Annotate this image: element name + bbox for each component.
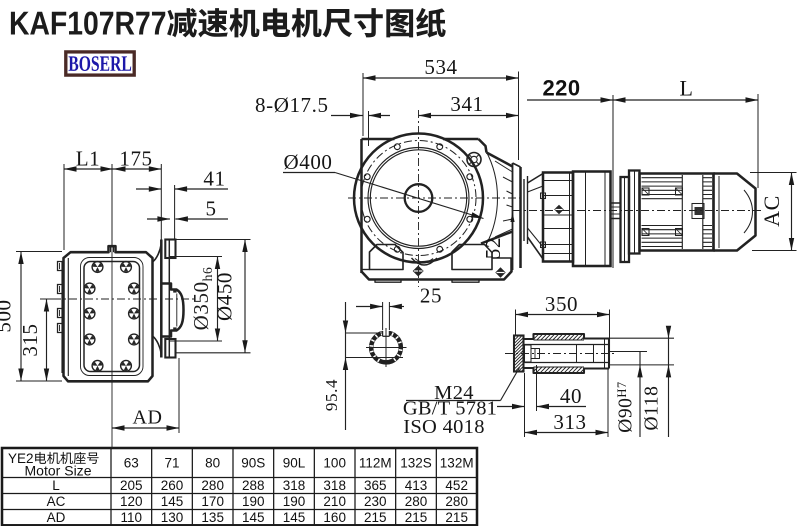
svg-text:112M: 112M <box>359 456 392 471</box>
svg-text:280: 280 <box>201 478 224 493</box>
svg-text:288: 288 <box>242 478 265 493</box>
svg-text:5: 5 <box>205 197 216 221</box>
svg-text:210: 210 <box>323 494 346 509</box>
svg-text:318: 318 <box>283 478 306 493</box>
svg-text:110: 110 <box>121 510 143 525</box>
svg-text:80: 80 <box>205 456 220 471</box>
svg-text:220: 220 <box>543 76 581 101</box>
svg-text:L: L <box>679 76 693 101</box>
svg-text:L: L <box>52 478 60 493</box>
svg-text:AC: AC <box>759 195 784 227</box>
svg-text:145: 145 <box>161 494 184 509</box>
svg-text:71: 71 <box>164 456 179 471</box>
svg-text:AD: AD <box>132 407 162 429</box>
svg-text:175: 175 <box>119 147 152 171</box>
svg-text:ISO 4018: ISO 4018 <box>403 416 485 438</box>
svg-text:315: 315 <box>18 323 42 356</box>
svg-text:AD: AD <box>47 510 66 525</box>
svg-text:25: 25 <box>420 284 442 308</box>
svg-text:170: 170 <box>201 494 224 509</box>
svg-text:8-Ø17.5: 8-Ø17.5 <box>255 93 329 117</box>
svg-text:260: 260 <box>161 478 184 493</box>
svg-text:365: 365 <box>364 478 387 493</box>
svg-text:318: 318 <box>323 478 346 493</box>
svg-text:41: 41 <box>203 167 225 191</box>
svg-text:YE2: YE2 <box>8 451 34 466</box>
svg-text:135: 135 <box>201 510 224 525</box>
svg-text:215: 215 <box>405 510 428 525</box>
svg-text:413: 413 <box>405 478 428 493</box>
svg-text:132S: 132S <box>400 456 432 471</box>
svg-text:52: 52 <box>481 237 505 259</box>
svg-text:Motor Size: Motor Size <box>25 464 92 479</box>
svg-text:Ø118: Ø118 <box>642 385 663 430</box>
svg-text:GB/T 5781: GB/T 5781 <box>403 398 497 420</box>
svg-text:313: 313 <box>553 410 586 434</box>
svg-text:Ø450: Ø450 <box>213 272 237 321</box>
svg-text:500: 500 <box>0 299 16 332</box>
svg-text:145: 145 <box>242 510 265 525</box>
svg-text:95.4: 95.4 <box>322 379 341 411</box>
svg-text:120: 120 <box>120 494 143 509</box>
svg-text:190: 190 <box>242 494 265 509</box>
svg-text:160: 160 <box>323 510 346 525</box>
svg-text:452: 452 <box>445 478 468 493</box>
svg-text:63: 63 <box>124 456 139 471</box>
svg-text:215: 215 <box>445 510 468 525</box>
svg-text:90S: 90S <box>241 456 265 471</box>
svg-text:341: 341 <box>450 92 483 116</box>
svg-text:AC: AC <box>47 494 66 509</box>
svg-text:215: 215 <box>364 510 387 525</box>
svg-text:100: 100 <box>323 456 346 471</box>
svg-text:132M: 132M <box>440 456 474 471</box>
svg-text:230: 230 <box>364 494 387 509</box>
svg-text:90L: 90L <box>283 456 306 471</box>
svg-text:534: 534 <box>424 55 457 79</box>
svg-text:130: 130 <box>161 510 184 525</box>
svg-text:40: 40 <box>560 384 582 408</box>
svg-text:280: 280 <box>405 494 428 509</box>
svg-text:Ø400: Ø400 <box>283 150 332 174</box>
svg-text:L1: L1 <box>76 147 101 171</box>
svg-text:190: 190 <box>283 494 306 509</box>
svg-text:M24: M24 <box>434 382 474 404</box>
svg-text:145: 145 <box>283 510 306 525</box>
svg-text:280: 280 <box>445 494 468 509</box>
svg-text:205: 205 <box>120 478 143 493</box>
svg-text:350: 350 <box>545 292 578 316</box>
